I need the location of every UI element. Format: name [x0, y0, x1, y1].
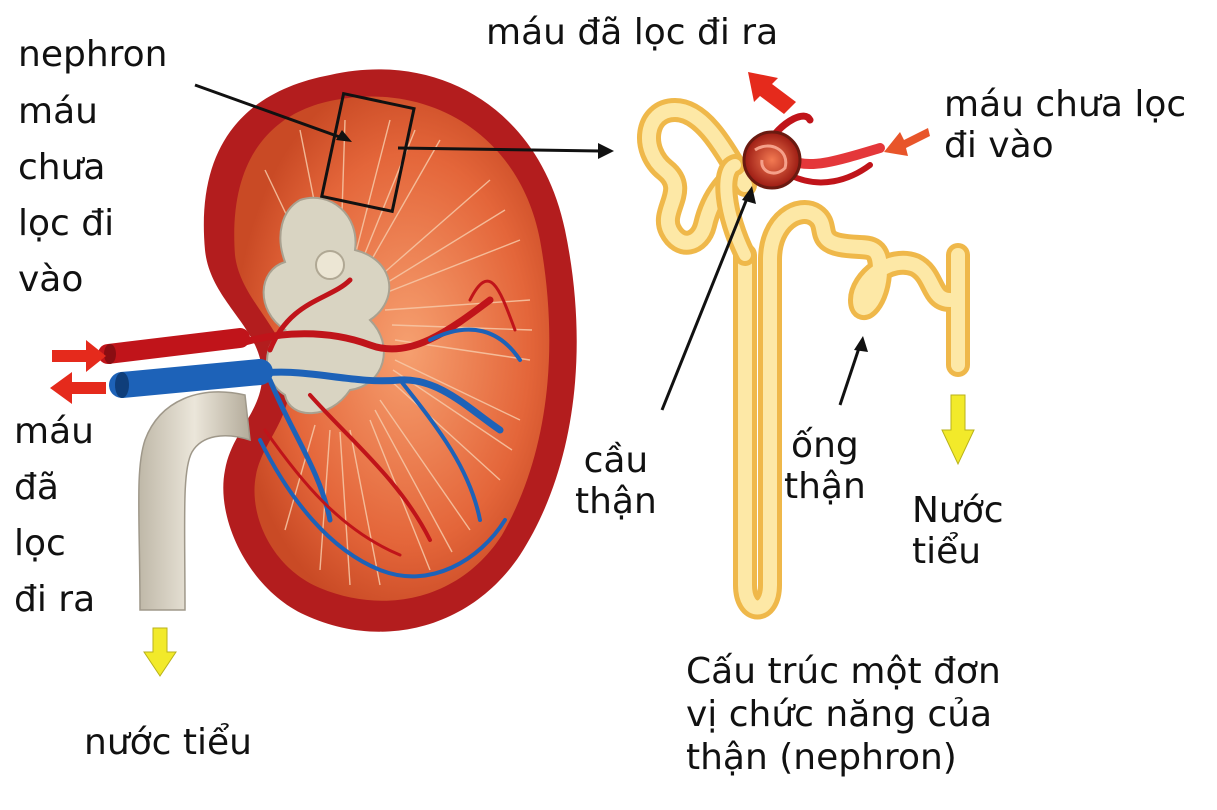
tubule-pointer [840, 345, 860, 405]
calyx [316, 251, 344, 279]
label-glomerulus: cầu thận [575, 440, 657, 523]
label-caption: Cấu trúc một đơn vị chức năng của thận (… [686, 650, 1001, 780]
urine-arrow-left [144, 628, 176, 676]
urine-arrow-right [942, 395, 974, 464]
kidney [104, 69, 577, 631]
afferent-arteriole [790, 148, 880, 164]
label-blood-out-left: máu đã lọc đi ra [14, 404, 95, 628]
blood-in-arrow [52, 340, 106, 372]
renal-vein [122, 372, 260, 385]
label-urine-right: Nước tiểu [912, 490, 1004, 573]
label-nephron: nephron [18, 34, 167, 75]
label-tubule: ống thận [784, 425, 866, 508]
renal-artery [108, 338, 240, 354]
blood-out-arrow [50, 372, 106, 404]
label-blood-out-top: máu đã lọc đi ra [486, 12, 778, 53]
blood-out-top-arrow [748, 72, 796, 114]
glomerulus-capsule [744, 132, 800, 188]
label-blood-in-right: máu chưa lọc đi vào [944, 84, 1186, 167]
label-urine-left: nước tiểu [84, 722, 252, 763]
blood-in-right-arrow [884, 128, 930, 156]
label-blood-in-left: máu chưa lọc đi vào [18, 84, 114, 308]
